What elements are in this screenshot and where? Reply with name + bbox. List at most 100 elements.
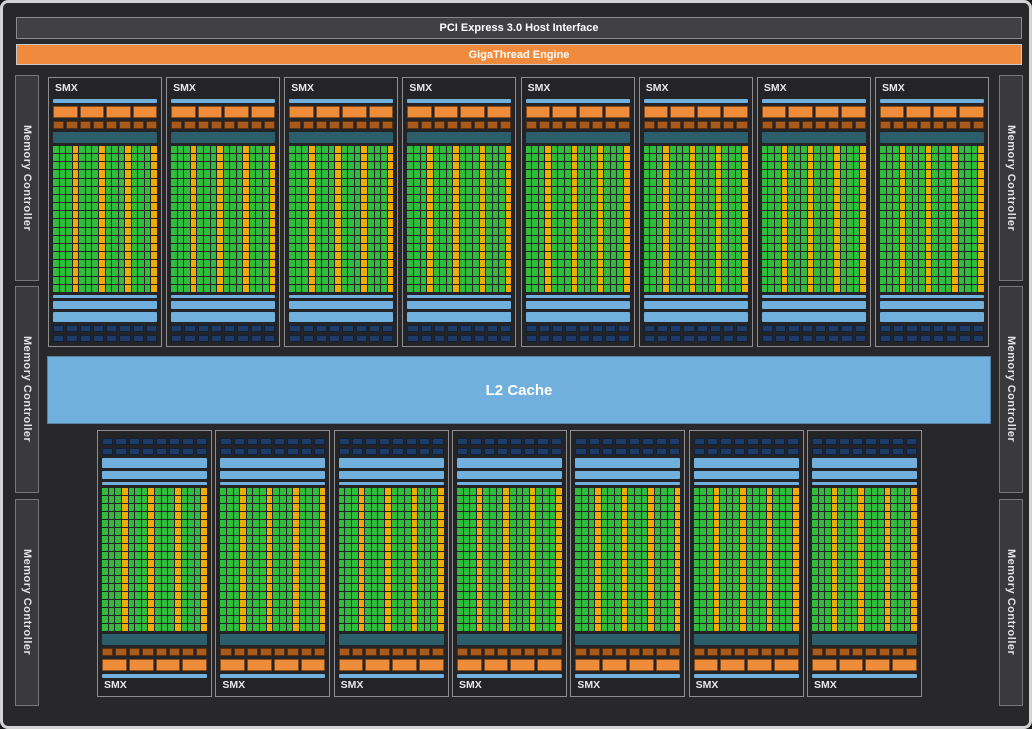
dp-unit-cell bbox=[621, 552, 628, 559]
core-cell bbox=[919, 162, 925, 170]
core-cell bbox=[845, 496, 851, 503]
dp-unit-cell bbox=[361, 178, 368, 186]
smx-label: SMX bbox=[291, 82, 315, 94]
dp-unit-cell bbox=[151, 276, 157, 284]
core-cell bbox=[306, 544, 313, 551]
dp-unit-cell bbox=[674, 584, 681, 591]
core-cell bbox=[299, 544, 306, 551]
core-cell bbox=[345, 512, 351, 519]
core-cell bbox=[92, 162, 98, 170]
core-cell bbox=[236, 170, 243, 178]
core-cell bbox=[184, 219, 190, 227]
core-cell bbox=[759, 608, 766, 615]
dp-unit-cell bbox=[361, 194, 368, 203]
core-cell bbox=[735, 268, 742, 276]
dp-unit-cell bbox=[621, 536, 628, 543]
dp-unit-cell bbox=[453, 235, 459, 243]
dp-unit-cell bbox=[766, 520, 773, 527]
core-cell bbox=[759, 536, 766, 543]
core-cell bbox=[532, 284, 538, 292]
core-cell bbox=[971, 162, 978, 170]
core-cell bbox=[490, 576, 496, 583]
core-cell bbox=[543, 600, 549, 607]
core-cell bbox=[669, 219, 676, 227]
core-cell bbox=[483, 536, 490, 543]
core-cell bbox=[726, 584, 733, 591]
block bbox=[79, 121, 91, 129]
core-cell bbox=[289, 243, 295, 252]
core-cell bbox=[279, 600, 286, 607]
block bbox=[523, 448, 536, 455]
core-cell bbox=[440, 154, 446, 162]
core-cell bbox=[351, 552, 358, 559]
core-cell bbox=[919, 219, 925, 227]
core-cell bbox=[525, 227, 532, 235]
core-cell bbox=[801, 219, 807, 227]
core-cell bbox=[722, 162, 729, 170]
dp-unit-cell bbox=[571, 235, 578, 243]
core-cell bbox=[194, 568, 201, 575]
core-cell bbox=[779, 552, 786, 559]
core-cell bbox=[845, 512, 851, 519]
dp-unit-cell bbox=[427, 203, 433, 211]
core-cell bbox=[131, 260, 138, 268]
dp-unit-cell bbox=[72, 219, 79, 227]
core-cell bbox=[128, 608, 135, 615]
dp-unit-cell bbox=[148, 608, 154, 615]
dp-unit-cell bbox=[243, 154, 249, 162]
core-cell bbox=[168, 568, 174, 575]
core-cell bbox=[492, 170, 499, 178]
core-cell bbox=[313, 584, 319, 591]
core-cell bbox=[456, 504, 463, 511]
dp-unit-cell bbox=[243, 219, 249, 227]
core-cell bbox=[128, 528, 135, 535]
core-cell bbox=[420, 203, 427, 211]
dp-unit-cell bbox=[98, 235, 105, 243]
core-cell bbox=[128, 504, 135, 511]
dp-unit-cell bbox=[545, 170, 551, 178]
core-cell bbox=[643, 194, 650, 203]
core-cell bbox=[368, 186, 374, 194]
warp-scheduler-row bbox=[338, 659, 444, 671]
core-cell bbox=[135, 552, 141, 559]
dp-unit-cell bbox=[529, 544, 536, 551]
core-cell bbox=[650, 227, 656, 235]
core-cell bbox=[676, 194, 683, 203]
dp-unit-cell bbox=[925, 268, 932, 276]
dp-unit-cell bbox=[597, 219, 604, 227]
core-cell bbox=[761, 235, 768, 243]
dp-unit-cell bbox=[978, 203, 984, 211]
dp-unit-cell bbox=[335, 211, 341, 219]
core-cell bbox=[313, 544, 319, 551]
core-cell bbox=[891, 568, 898, 575]
core-cell bbox=[516, 488, 523, 495]
core-cell bbox=[230, 235, 236, 243]
dp-unit-cell bbox=[319, 600, 326, 607]
core-cell bbox=[575, 512, 581, 519]
block bbox=[723, 325, 735, 332]
core-cell bbox=[523, 584, 529, 591]
core-cell bbox=[273, 552, 279, 559]
core-cell bbox=[131, 186, 138, 194]
dp-unit-cell bbox=[243, 162, 249, 170]
dp-unit-cell bbox=[308, 243, 315, 252]
core-cell bbox=[365, 600, 371, 607]
dp-unit-cell bbox=[125, 162, 131, 170]
dp-unit-cell bbox=[243, 227, 249, 235]
dp-unit-cell bbox=[335, 194, 341, 203]
smx-label: SMX bbox=[577, 679, 601, 691]
core-cell bbox=[549, 608, 556, 615]
core-cell bbox=[811, 592, 818, 599]
core-cell bbox=[779, 600, 786, 607]
core-cell bbox=[581, 552, 588, 559]
core-cell bbox=[845, 568, 851, 575]
core-cell bbox=[338, 504, 345, 511]
dp-unit-cell bbox=[266, 504, 273, 511]
core-grid bbox=[220, 488, 326, 631]
dp-unit-cell bbox=[201, 568, 207, 575]
core-cell bbox=[523, 552, 529, 559]
core-cell bbox=[746, 624, 753, 631]
core-cell bbox=[345, 616, 351, 623]
block bbox=[523, 648, 536, 656]
core-grid bbox=[879, 146, 984, 292]
